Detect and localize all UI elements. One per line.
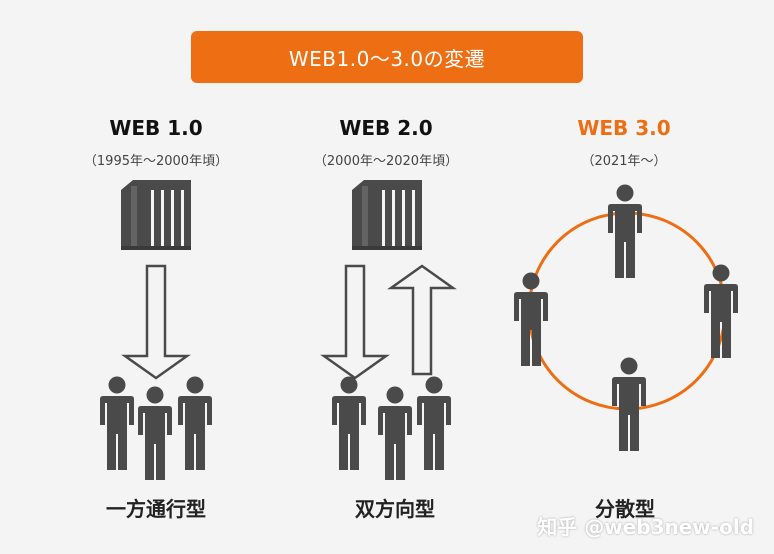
web1-server-icon [121,180,191,250]
diagram-title-banner: WEB1.0〜3.0の変遷 [191,31,583,83]
web1-period: （1995年〜2000年頃） [83,154,229,169]
web2-up-arrow [387,264,457,376]
web1-down-arrow [121,264,191,380]
web2-title: WEB 2.0 [339,116,433,140]
web3-label: 分散型 [595,497,655,521]
web1-title: WEB 1.0 [109,116,203,140]
web2-down-arrow [320,264,390,380]
diagram-title: WEB1.0〜3.0の変遷 [288,46,486,71]
web2-users-icon [332,376,451,480]
web3-period: （2021年〜） [581,154,667,169]
web3-peers-icon [514,184,738,451]
web1-label: 一方通行型 [106,497,206,521]
web2-label: 双方向型 [355,497,435,521]
web3-title: WEB 3.0 [577,116,671,140]
web2-server-icon [352,180,422,250]
web1-users-icon [100,376,212,480]
web2-period: （2000年〜2020年頃） [313,154,459,169]
watermark-text: 知乎 @web3new-old [537,515,754,539]
